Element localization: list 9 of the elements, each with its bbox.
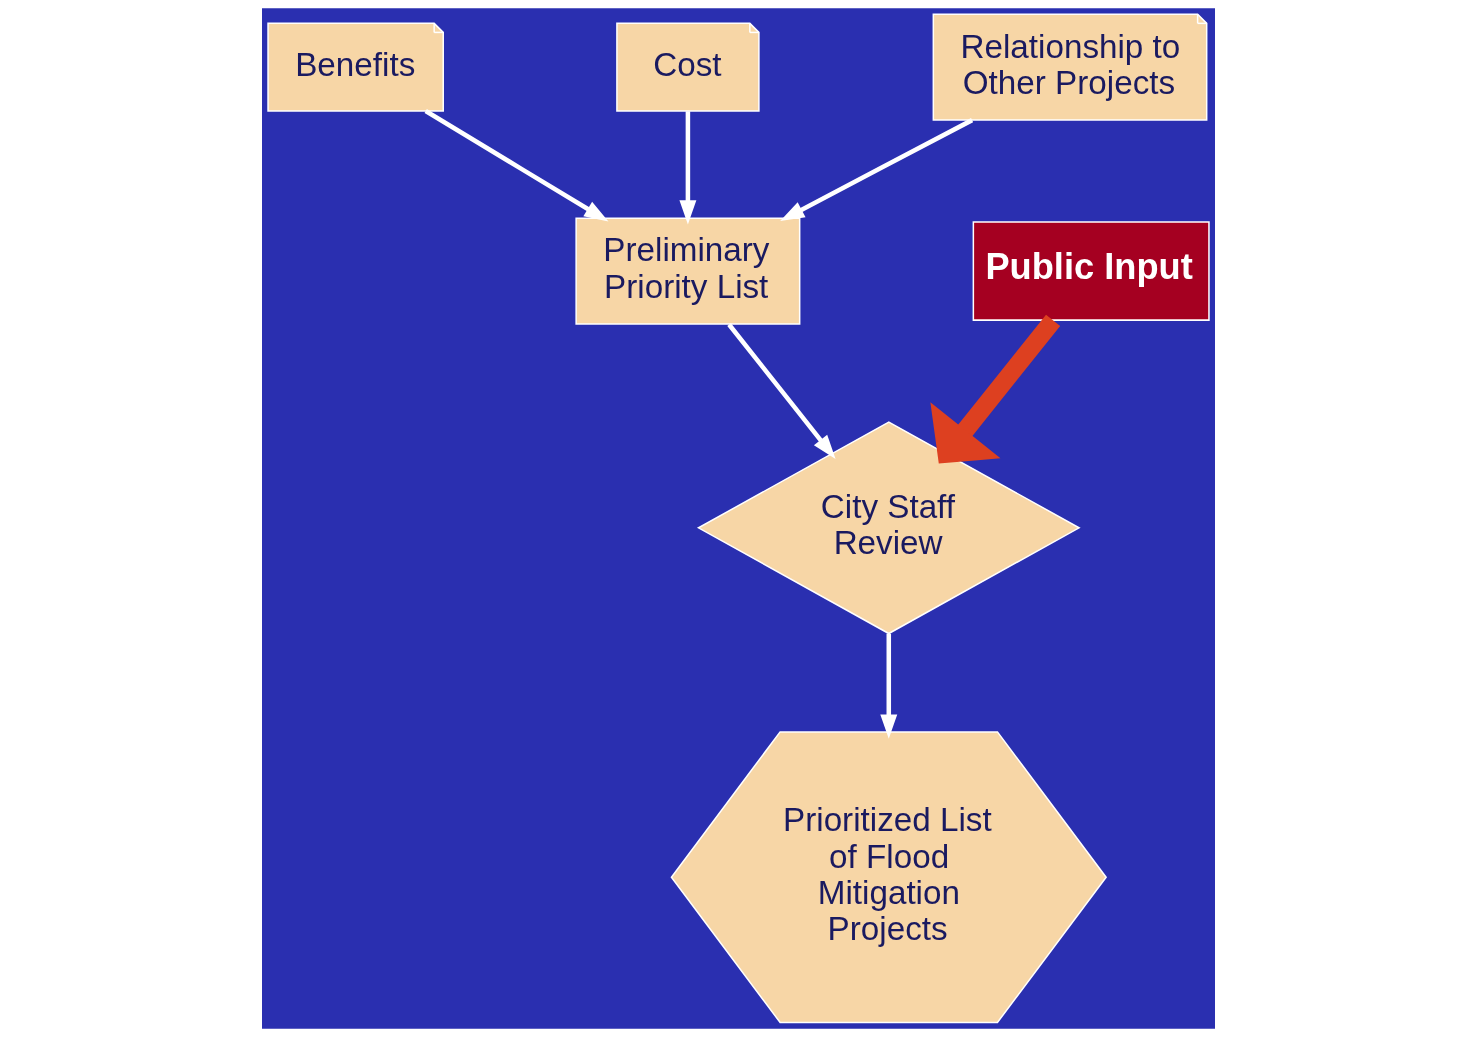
node-box: Public Input — [972, 221, 1210, 321]
arrow — [879, 633, 897, 739]
arrow — [424, 109, 608, 222]
arrow — [678, 111, 696, 225]
arrow — [779, 118, 973, 222]
node-box: Preliminary Priority List — [574, 217, 800, 325]
arrow — [929, 314, 1060, 464]
arrow — [726, 323, 836, 460]
node-diamond: City Staff Review — [696, 421, 1081, 635]
